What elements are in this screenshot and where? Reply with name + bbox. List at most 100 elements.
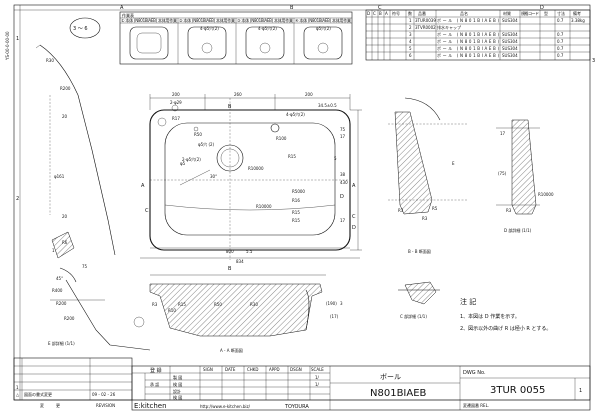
parts-h-name: 品名 [460,10,468,16]
title-sign: SIGN [203,367,213,372]
left-profile-view: R30 R200 20 φ161 20 R6 1 75 45° R400 R20… [35,44,151,351]
b-e: E [452,161,455,166]
plan-dim-200b: 200 [305,92,313,97]
b-r5: R5 [432,206,438,211]
plan-r10000b: R10000 [256,204,272,209]
plan-r15b: R15 [292,210,300,215]
detail-d-view: 17 (75) R3 R10000 D 部詳細 (1/1) [496,119,554,233]
parts-row-3-name: ボール (N801BIAEB) [437,31,499,37]
d-r3: R3 [506,208,512,213]
parts-row-2-no: 2 [409,25,412,30]
plan-note-2phi5: 2-φ5穴(2) [182,156,201,162]
ops-row-3: ③ 本体 (N801BIAEB) 本体用作業 [237,17,293,23]
section-a-caption: A - A 断面図 [220,347,243,353]
revision-date: 09 - 02 - 26 [92,392,116,397]
plan-dim-17b: 17 [340,218,346,223]
plan-view: 200 260 200 2-φ29 34.5±0.5 800 5.5 834 7… [140,92,362,272]
section-a-view: R3 R10 R15 R50 R30 (190) 3 (17) A - A 断面… [133,274,343,353]
left-phi161: φ161 [54,174,65,179]
a-r3: R3 [152,302,158,307]
plan-r100: R100 [276,136,287,141]
left-1: 1 [52,248,55,253]
left-r200: R200 [60,86,71,91]
plan-dim-z: 5.5 [246,249,253,254]
title-cell-design: 設計 [173,388,181,394]
revision-mark-num: 1 [16,385,19,390]
detail-callout-label: 3 〜 6 [73,26,88,32]
a-r15: R15 [178,302,186,307]
parts-row-6-mat: SUS304 [502,53,518,58]
plan-dim-side: 34.5±0.5 [318,103,337,108]
parts-h-mat: 材質 [503,10,511,16]
plan-r50: R50 [194,132,202,137]
grid-number-2: 2 [16,196,19,202]
a-17: (17) [330,314,339,319]
parts-row-5-name: ボール (N801BIAEB) [437,45,499,51]
section-b-caption: B - B 断面図 [408,248,431,254]
ops-row-2: ② 本体 (N801BIAEB) 本体用作業 [179,17,235,23]
note-2: 2、図示以外の曲げ R は極小 R とする。 [460,325,551,332]
b-r3a: R3 [398,208,404,213]
a-190: (190) [326,301,337,306]
title-cell-check2: 検 図 [173,394,182,400]
parts-weight: 3.38kg [571,18,585,23]
a-3: 3 [340,301,343,306]
title-brand: TOYOURA [284,404,309,410]
parts-h-partno: 品番 [418,10,426,16]
grid-number-3: 3 [592,58,595,64]
parts-h-c: C [373,11,376,16]
section-mark-b2: B [228,266,232,272]
parts-row-5-no: 5 [409,46,412,51]
revision-h-change1: 変 [40,402,44,408]
left-r6: R6 [62,240,68,245]
parts-h-b: B [379,11,382,16]
plan-dim-overall: 800 [226,249,234,254]
title-cell-draft: 製 図 [173,374,182,380]
revision-h-change2: 更 [56,403,60,408]
parts-row-2-code: 3TVR0002 [415,25,436,30]
grid-letter-c: C [378,5,382,11]
parts-h-qty: 数 [408,10,412,16]
parts-table: D C B A 符号 数 品番 品名 材質 規格コード 型 寸法 備考 1 3T… [365,9,591,61]
parts-row-6-no: 6 [409,53,412,58]
plan-r15c: R15 [292,218,300,223]
plan-dim-200a: 200 [172,92,180,97]
parts-h-type: 型 [544,10,548,16]
parts-h-sym: 符号 [392,10,400,16]
plan-phi5: φ5 [180,161,186,166]
plan-pitch: 2-φ29 [170,100,182,105]
plan-dim-5: 5 [334,156,337,161]
plan-dim-260: 260 [234,92,242,97]
b-r3b: R3 [422,216,428,221]
title-scale-2: 1/ [315,382,320,387]
section-mark-d2: D [352,225,356,231]
notes-header: 注 記 [460,297,476,306]
a-r10: R10 [168,308,176,313]
title-date: DATE [225,367,236,372]
plan-dim-inner: 834 [236,259,244,264]
parts-h-d: D [367,11,370,16]
tap-hole [193,126,199,132]
revision-text: 図面の書式変更 [24,391,52,397]
sink-inner [164,122,336,236]
title-dwg-label: DWG No. [463,370,486,376]
plan-r15: R15 [288,154,296,159]
revision-block: △ 1 図面の書式変更 09 - 02 - 26 変 更 REVISION [13,357,133,408]
parts-h-spec: 規格コード [521,10,539,16]
title-approve: APPD [269,367,280,372]
title-scale-label: SCALE [311,367,324,372]
left-r200c: R200 [64,316,75,321]
title-register: 登 録 [150,367,162,374]
title-dwg-no: 3TUR 0055 [490,385,545,396]
left-75: 75 [82,264,88,269]
plan-r17: R17 [172,116,180,121]
parts-row-1-size: 0.7 [557,18,564,23]
ops-row-1: ① 本体 (N801BIAEB) 本体用作業 [121,17,177,23]
parts-row-3-mat: SUS304 [502,32,518,37]
operations-table: 作業表 ① 本体 (N801BIAEB) 本体用作業 ② 本体 (N801BIA… [119,11,353,65]
parts-row-4-size: 0.7 [557,39,564,44]
title-ref-label: 変遷図番 REL. [463,402,489,408]
a-r50: R50 [214,302,222,307]
title-url: http://www.e-kitchen.biz/ [200,404,251,409]
grid-letter-d: D [540,5,544,11]
